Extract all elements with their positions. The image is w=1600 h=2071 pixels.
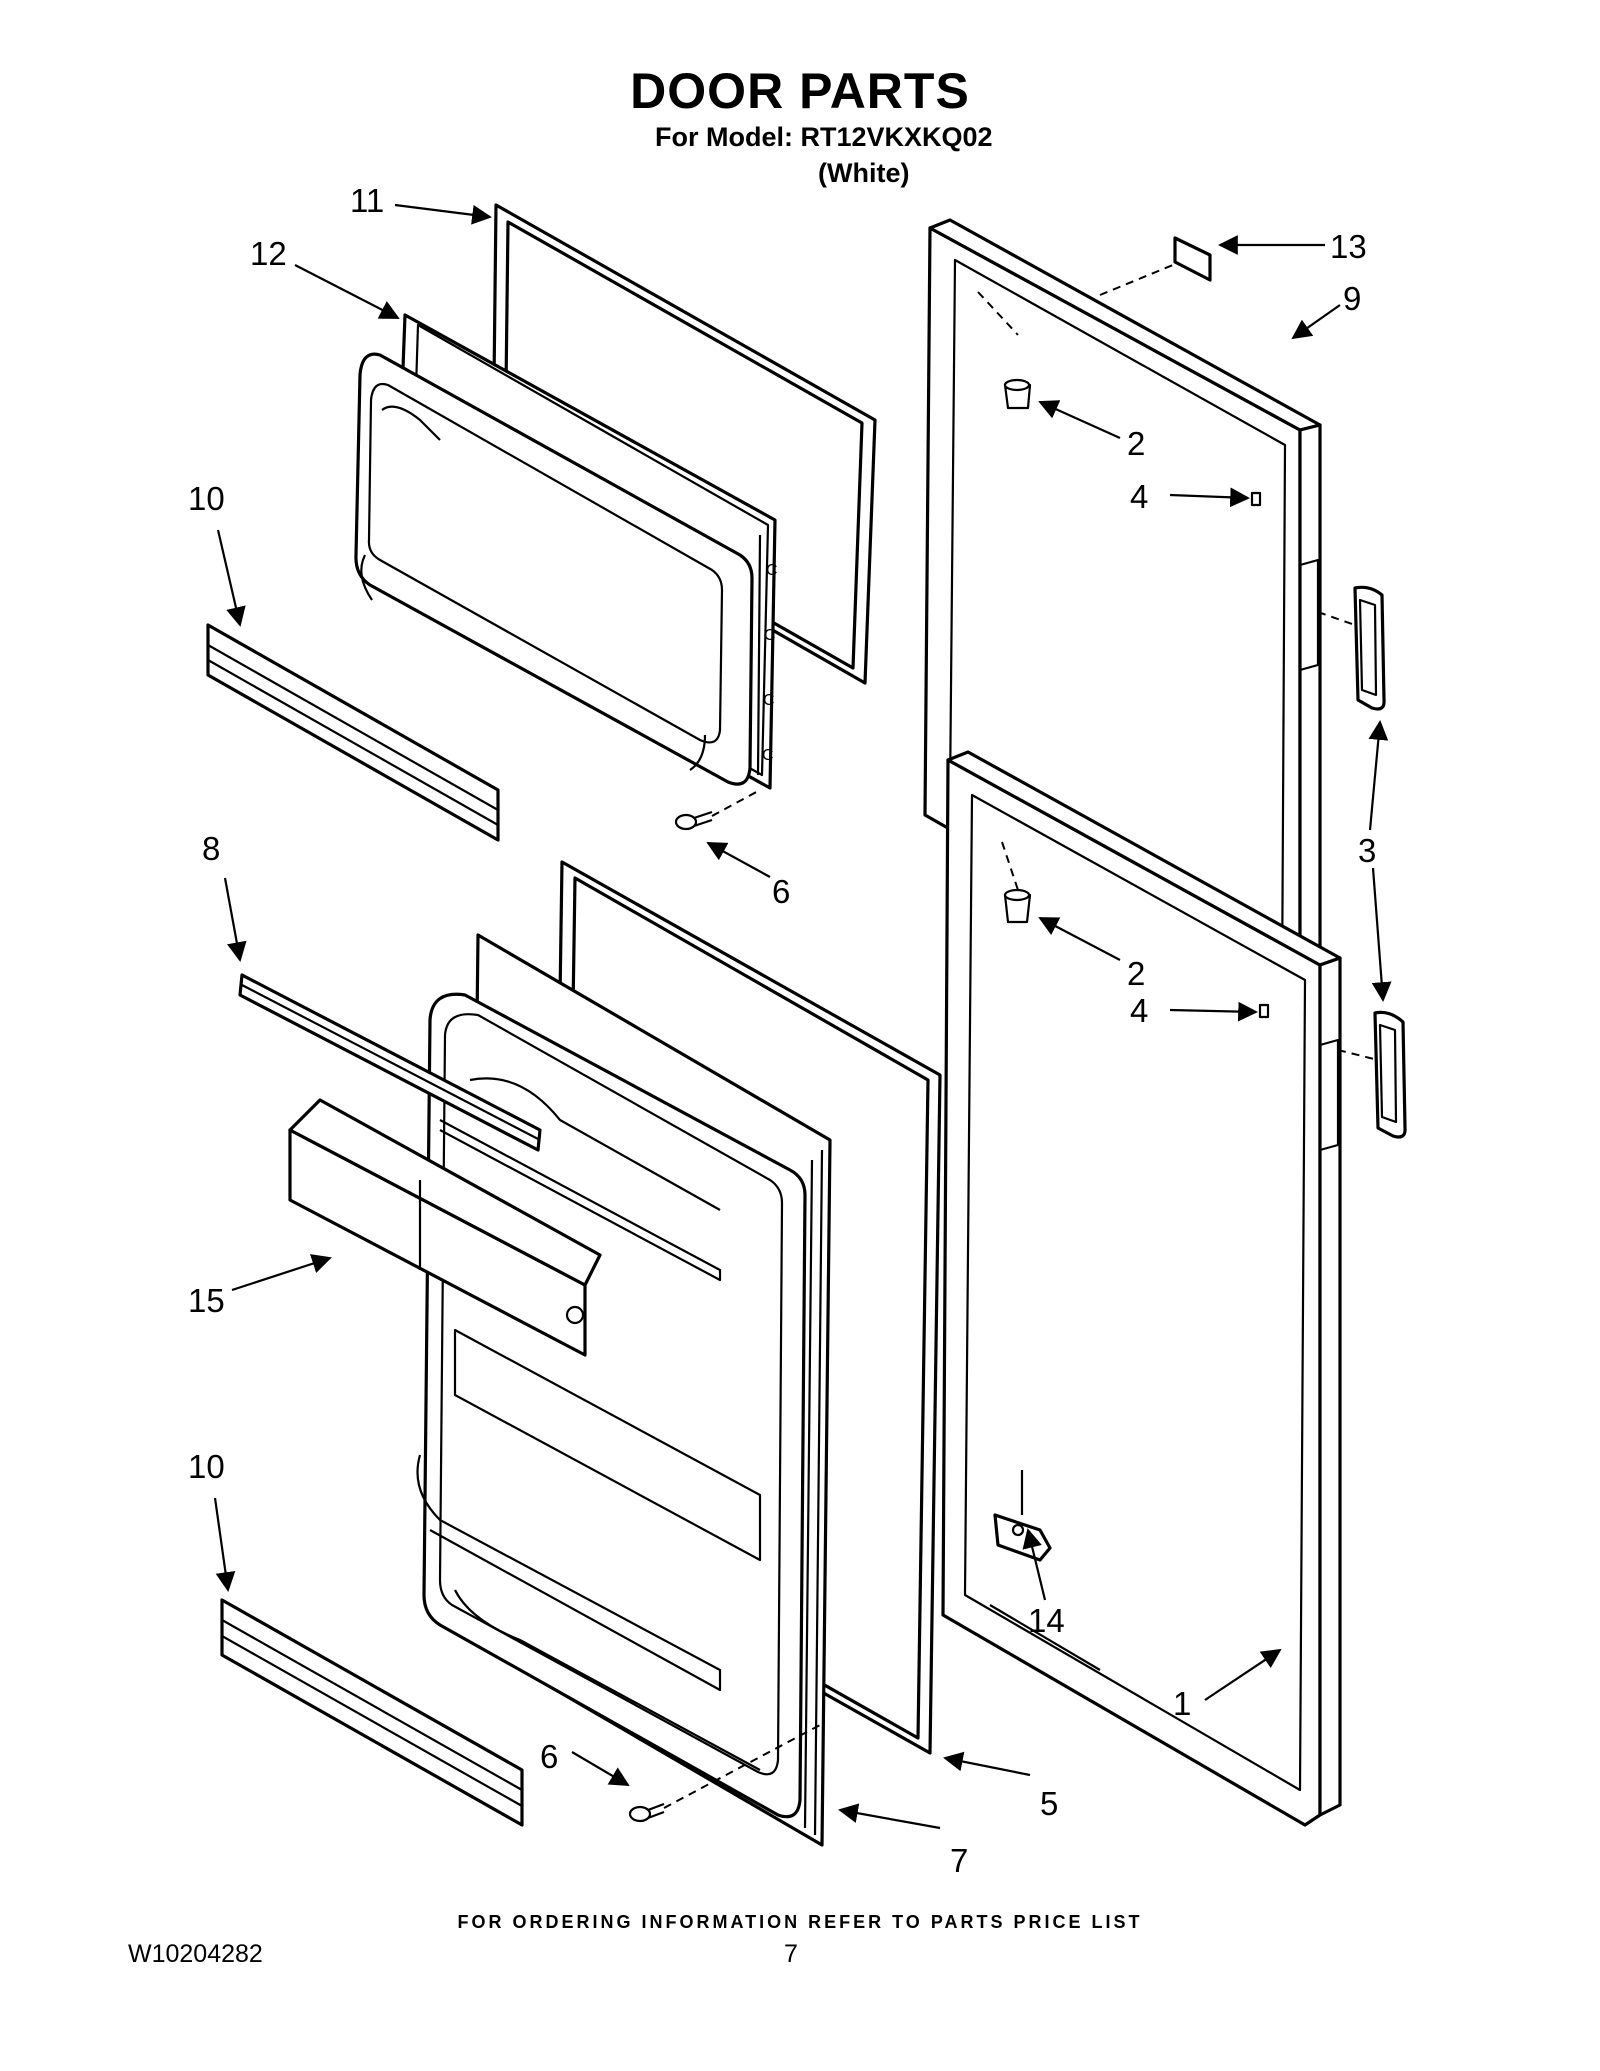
door-handle-lower	[1337, 1010, 1407, 1139]
svg-text:C: C	[763, 692, 775, 709]
page-title: DOOR PARTS	[630, 63, 970, 119]
svg-text:C: C	[764, 627, 776, 644]
page-number: 7	[784, 1940, 798, 1968]
svg-text:C: C	[766, 562, 778, 579]
callout-12: 12	[250, 235, 287, 272]
callout-14: 14	[1028, 1602, 1065, 1639]
callout-3: 3	[1358, 832, 1376, 869]
callout-13: 13	[1330, 228, 1367, 265]
dairy-compartment	[288, 1098, 602, 1357]
callout-1: 1	[1173, 1685, 1191, 1722]
freezer-door-liner: C C C C	[354, 313, 778, 790]
svg-text:C: C	[762, 747, 774, 764]
fresh-food-door-liner	[416, 933, 832, 1847]
callout-4-lower: 4	[1130, 992, 1148, 1029]
door-label	[1173, 236, 1212, 282]
callout-11: 11	[350, 182, 384, 219]
ordering-note: FOR ORDERING INFORMATION REFER TO PARTS …	[457, 1912, 1143, 1932]
callout-4-upper: 4	[1130, 478, 1148, 515]
callout-10-bottom: 10	[188, 1448, 225, 1485]
callout-9: 9	[1343, 280, 1361, 317]
fresh-food-shelf-retainer-bar	[238, 973, 542, 1152]
hinge-clip-upper	[1250, 491, 1262, 507]
callout-8: 8	[202, 830, 220, 867]
door-stop-plug-upper	[1003, 378, 1032, 410]
callout-2-lower: 2	[1127, 955, 1145, 992]
callout-6-upper: 6	[772, 873, 790, 910]
door-stop-plug-lower	[1003, 888, 1032, 924]
callout-15: 15	[188, 1282, 225, 1319]
callout-10-top: 10	[188, 480, 225, 517]
door-handle-upper	[1317, 585, 1386, 711]
callout-leaders	[213, 203, 1392, 1830]
model-variant: (White)	[818, 158, 910, 188]
screw-lower	[628, 1724, 821, 1823]
document-id: W10204282	[128, 1940, 263, 1968]
freezer-shelf-retainer-bar	[206, 623, 500, 842]
screw-upper	[674, 789, 761, 831]
fresh-food-bottom-retainer-bar	[220, 1598, 524, 1827]
callout-6-lower: 6	[540, 1738, 558, 1775]
hinge-clip-lower	[1258, 1003, 1270, 1019]
model-line: For Model: RT12VKXKQ02	[655, 122, 993, 152]
callout-2-upper: 2	[1127, 425, 1145, 462]
callout-5: 5	[1040, 1785, 1058, 1822]
callout-7: 7	[950, 1842, 968, 1879]
